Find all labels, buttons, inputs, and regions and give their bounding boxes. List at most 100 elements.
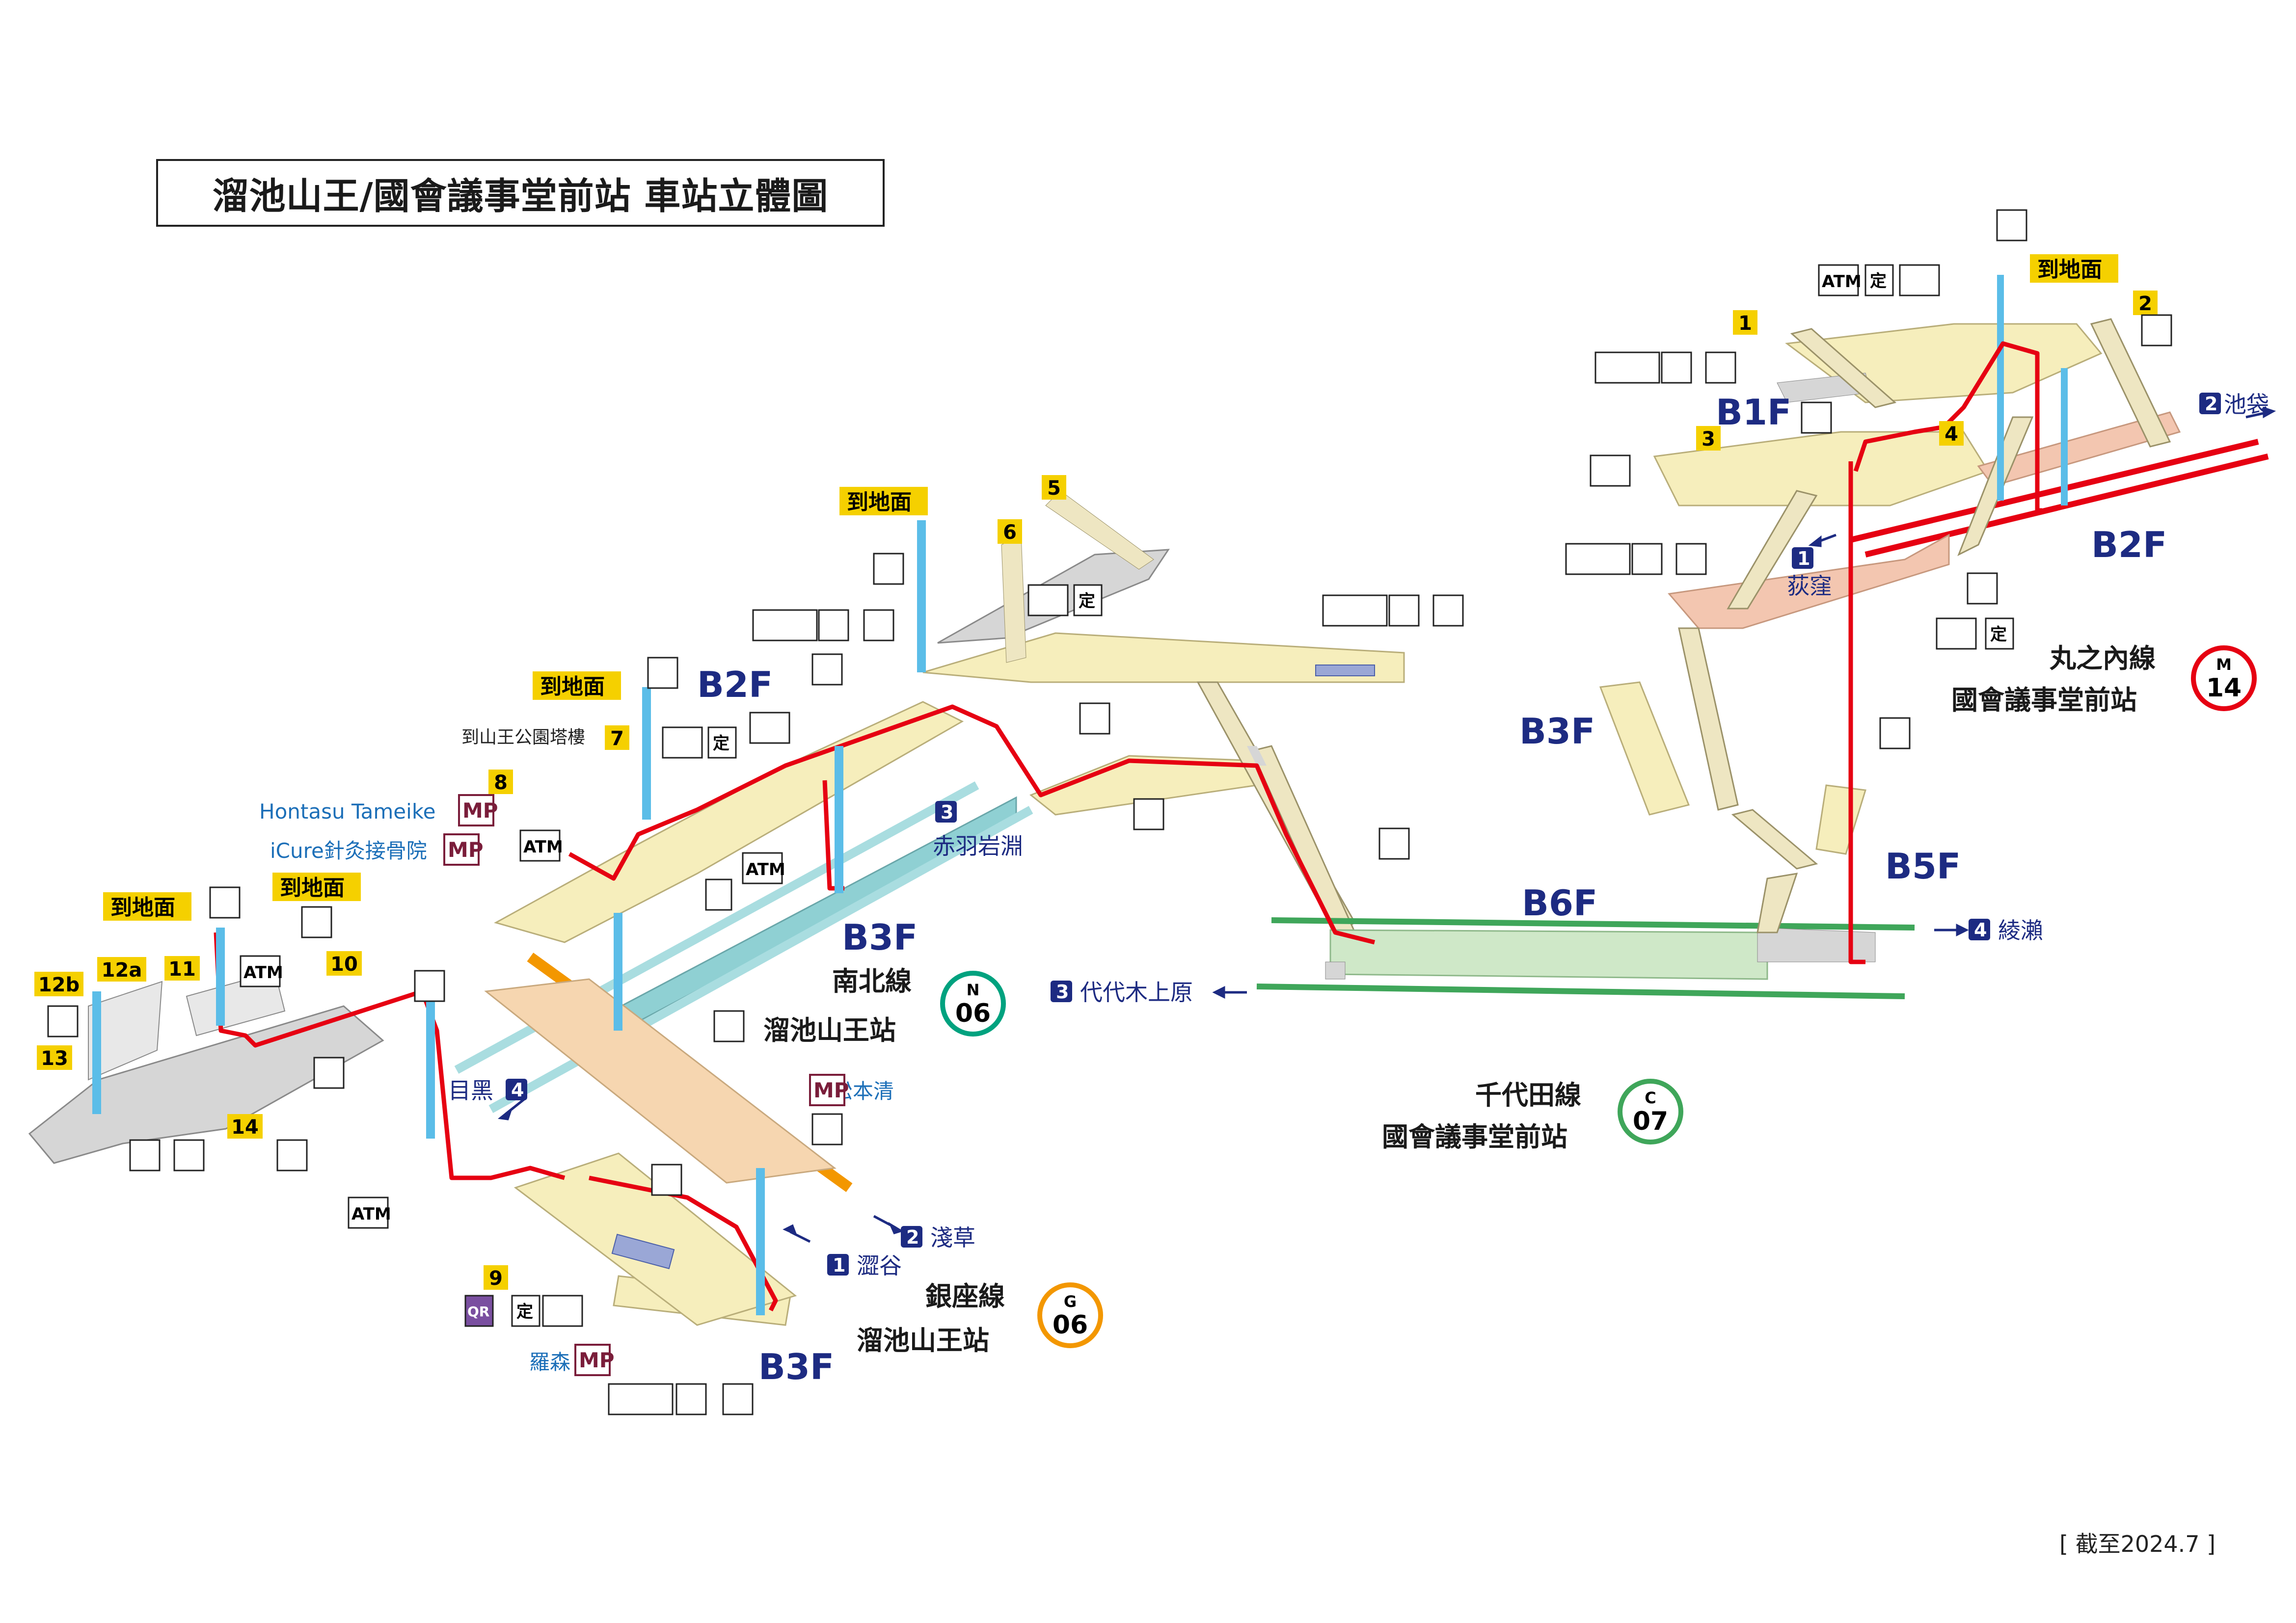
exit-9: 9 bbox=[484, 1265, 508, 1290]
svg-text:2: 2 bbox=[2138, 293, 2152, 315]
ginza-line-name: 銀座線 bbox=[925, 1281, 1005, 1312]
commuter-pass-machine-icon: 定 bbox=[1073, 584, 1103, 616]
baby-care-icon bbox=[1631, 543, 1663, 575]
svg-text:5: 5 bbox=[1047, 477, 1061, 500]
svg-text:11: 11 bbox=[168, 958, 196, 981]
wheelchair-icon bbox=[129, 1139, 161, 1171]
shop-labels: Hontasu Tameike iCure針灸接骨院 松本清 羅森 bbox=[259, 799, 894, 1374]
floor-label-b6f: B6F bbox=[1522, 882, 1597, 924]
svg-text:到地面: 到地面 bbox=[2037, 257, 2102, 282]
line-labels: 南北線 溜池山王站 銀座線 溜池山王站 丸之內線 國會議事堂前站 千代田線 國會… bbox=[763, 643, 2156, 1356]
exit-2: 2 bbox=[2133, 291, 2158, 315]
page-title: 溜池山王/國會議事堂前站 車站立體圖 bbox=[156, 159, 885, 227]
qr-ticket-icon: QR bbox=[464, 1295, 494, 1327]
exit-5: 5 bbox=[1042, 475, 1066, 500]
svg-text:ATM: ATM bbox=[523, 837, 563, 857]
svg-text:定: 定 bbox=[1990, 625, 2007, 644]
svg-text:到地面: 到地面 bbox=[540, 674, 605, 699]
svg-text:C: C bbox=[1645, 1089, 1656, 1107]
sanno-park-tower-label: 到山王公園塔樓 bbox=[461, 727, 585, 747]
exit-1: 1 bbox=[1733, 310, 1757, 335]
multipurpose-room-icon bbox=[1432, 594, 1464, 627]
exit-13: 13 bbox=[37, 1045, 72, 1070]
hontasu-label: Hontasu Tameike bbox=[259, 799, 435, 824]
svg-text:定: 定 bbox=[516, 1302, 533, 1322]
commuter-pass-machine-icon: 定 bbox=[707, 726, 737, 759]
svg-text:3: 3 bbox=[1702, 428, 1715, 451]
direction-shibuya: 1 澀谷 bbox=[827, 1252, 902, 1279]
mp-badges: MP MP MP MP bbox=[443, 794, 849, 1376]
exit-8: 8 bbox=[488, 770, 513, 794]
commuter-pass-machine-icon: 定 bbox=[1985, 617, 2014, 650]
svg-text:到地面: 到地面 bbox=[110, 895, 175, 920]
direction-asakusa: 2 淺草 bbox=[901, 1224, 975, 1251]
restroom-icon bbox=[1322, 594, 1388, 627]
commuter-pass-badges: 定 定 定 定 定 bbox=[511, 264, 2014, 1327]
svg-text:4: 4 bbox=[1945, 423, 1958, 446]
direction-akabane: 3 赤羽岩淵 bbox=[933, 801, 1023, 859]
mp-badge-lawson: MP bbox=[574, 1344, 615, 1376]
svg-text:目黑: 目黑 bbox=[448, 1077, 493, 1104]
svg-text:9: 9 bbox=[489, 1267, 503, 1290]
svg-text:定: 定 bbox=[1870, 271, 1887, 291]
locker-icon bbox=[276, 1139, 308, 1171]
svg-text:12b: 12b bbox=[38, 974, 80, 996]
exit-3: 3 bbox=[1696, 426, 1721, 451]
chiyoda-platform bbox=[1256, 917, 1915, 999]
svg-text:代代木上原: 代代木上原 bbox=[1080, 979, 1193, 1006]
direction-ogikubo: 1 荻窪 bbox=[1787, 547, 1832, 599]
chiyoda-code-badge: C 07 bbox=[1618, 1079, 1683, 1144]
elevator-icon bbox=[209, 886, 241, 919]
multipurpose-room-icon bbox=[1675, 543, 1707, 575]
restroom-icon bbox=[1565, 543, 1631, 575]
to-ground-badges: 到地面 到地面 到地面 到地面 到地面 bbox=[103, 254, 2118, 921]
ticket-office-icon bbox=[662, 726, 703, 759]
ticket-office-icon bbox=[1899, 264, 1940, 296]
svg-text:荻窪: 荻窪 bbox=[1787, 573, 1832, 599]
marunouchi-code-badge: M 14 bbox=[2191, 645, 2257, 711]
floor-label-b5f: B5F bbox=[1885, 846, 1961, 887]
elevator-icon bbox=[713, 1010, 745, 1042]
exit-7: 7 bbox=[605, 725, 629, 750]
to-ground-4: 到地面 bbox=[272, 873, 361, 901]
marunouchi-structure bbox=[1599, 275, 2269, 933]
exit-4: 4 bbox=[1939, 421, 1964, 446]
direction-labels: 3 赤羽岩淵 目黑 4 2 淺草 1 澀谷 2 池袋 bbox=[448, 391, 2269, 1279]
atm-icon: ATM bbox=[519, 829, 563, 862]
svg-text:MP: MP bbox=[579, 1348, 615, 1372]
elevator-icon bbox=[47, 1005, 79, 1038]
ticket-office-icon bbox=[542, 1295, 583, 1327]
multipurpose-room-icon bbox=[722, 1383, 754, 1415]
svg-text:1: 1 bbox=[833, 1254, 845, 1276]
locker-icon bbox=[651, 1164, 682, 1196]
to-ground-5: 到地面 bbox=[2030, 254, 2118, 283]
ticket-office-icon bbox=[1590, 454, 1631, 487]
svg-text:定: 定 bbox=[1079, 591, 1095, 611]
svg-text:3: 3 bbox=[1056, 981, 1069, 1003]
floor-label-b2f-left: B2F bbox=[697, 664, 773, 705]
namboku-code-badge: N 06 bbox=[940, 971, 1006, 1037]
wheelchair-icon bbox=[313, 1057, 345, 1089]
ginza-code-badge: G 06 bbox=[1037, 1282, 1103, 1348]
ticket-office-icon bbox=[749, 712, 790, 744]
svg-text:1: 1 bbox=[1738, 312, 1752, 335]
elevator-icon bbox=[2141, 314, 2172, 346]
telephone-icon bbox=[705, 878, 732, 911]
exit-12b: 12b bbox=[34, 972, 83, 996]
floor-label-b1f: B1F bbox=[1716, 392, 1791, 433]
atm-icon: ATM bbox=[742, 852, 785, 884]
namboku-line-name: 南北線 bbox=[832, 966, 912, 997]
ticket-office-icon bbox=[1027, 584, 1069, 616]
svg-text:N: N bbox=[967, 981, 980, 999]
svg-text:06: 06 bbox=[1053, 1310, 1088, 1340]
svg-text:4: 4 bbox=[1974, 919, 1987, 941]
restroom-icon bbox=[1594, 351, 1660, 384]
svg-text:到地面: 到地面 bbox=[280, 876, 345, 901]
to-ground-3: 到地面 bbox=[103, 892, 191, 921]
multipurpose-room-icon bbox=[1705, 351, 1736, 384]
svg-text:06: 06 bbox=[955, 999, 991, 1028]
atm-icon: ATM bbox=[240, 955, 283, 987]
svg-text:ATM: ATM bbox=[351, 1204, 391, 1224]
svg-text:G: G bbox=[1064, 1292, 1077, 1311]
